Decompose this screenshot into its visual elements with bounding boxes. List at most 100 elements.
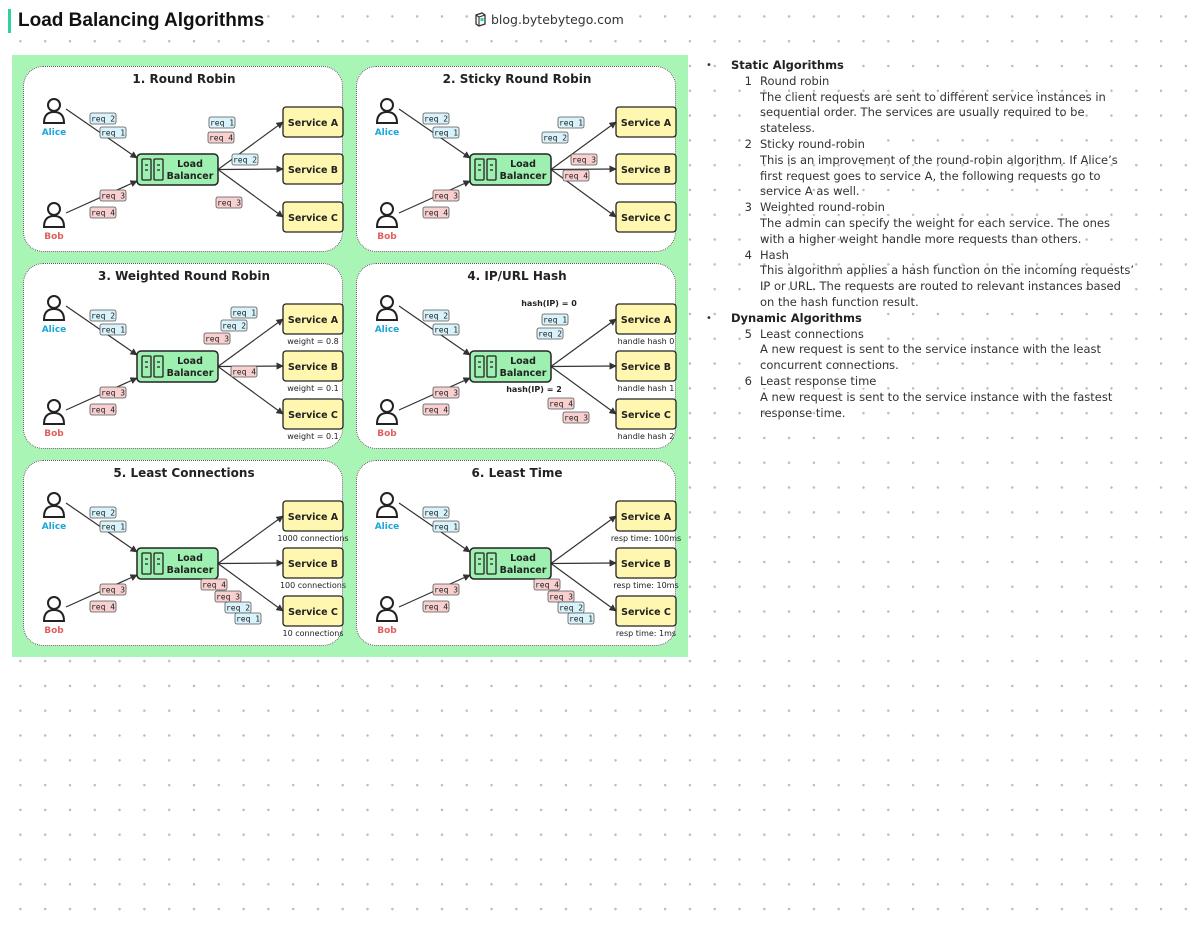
request-label: req 2 (91, 311, 115, 320)
request-tag: req 4 (230, 365, 258, 378)
panel-diagram: 3. Weighted Round RobinAliceBobLoadBalan… (42, 269, 344, 441)
item-description: The admin can specify the weight for eac… (760, 215, 1110, 246)
request-tag: req 3 (432, 583, 460, 596)
request-label: req 4 (424, 208, 448, 217)
service-box: Service B (282, 350, 344, 382)
request-label: req 1 (232, 308, 256, 317)
service-label: Service A (288, 118, 339, 129)
service-note: handle hash 1 (618, 384, 675, 393)
lb-to-service-arrow (217, 318, 284, 367)
request-tag: req 2 (231, 153, 259, 166)
service-label: Service C (288, 410, 338, 421)
item-number: 3 (744, 200, 752, 215)
service-note: 100 connections (280, 581, 346, 590)
request-tag: req 1 (557, 116, 585, 129)
lb-to-service-arrow (550, 165, 617, 173)
service-label: Service A (288, 512, 339, 523)
service-label: Service B (288, 362, 338, 373)
server-rack-icon (474, 552, 497, 575)
load-balancer-label: Balancer (167, 565, 214, 576)
item-description: A new request is sent to the service ins… (760, 389, 1113, 420)
request-tag: req 2 (89, 506, 117, 519)
lb-to-service-arrow (550, 318, 617, 367)
request-tag: req 2 (422, 112, 450, 125)
request-tag: req 1 (541, 313, 569, 326)
item-description: A new request is sent to the service ins… (760, 342, 1102, 373)
request-tag: req 4 (422, 403, 450, 416)
request-tag: req 4 (89, 206, 117, 219)
panel-diagram: 2. Sticky Round RobinAliceBobLoadBalance… (375, 72, 677, 242)
request-tag: req 1 (99, 323, 127, 336)
request-tag: req 4 (89, 600, 117, 613)
request-label: req 2 (424, 114, 448, 123)
lb-to-service-arrow (217, 165, 284, 173)
request-tag: req 2 (557, 601, 585, 614)
request-label: req 3 (572, 155, 596, 164)
service-label: Service A (621, 512, 672, 523)
user-alice-label: Alice (42, 325, 67, 335)
panel-title: 4. IP/URL Hash (467, 269, 566, 283)
item-name: Round robin (760, 73, 834, 88)
request-label: req 2 (543, 133, 567, 142)
request-tag: req 4 (562, 169, 590, 182)
panel-title: 1. Round Robin (132, 72, 235, 86)
request-tag: req 3 (547, 590, 575, 603)
load-balancer-label: Load (177, 159, 203, 170)
request-tag: req 3 (432, 189, 460, 202)
request-tag: req 1 (99, 520, 127, 533)
item-name: Weighted round-robin (760, 200, 889, 215)
item-name: Sticky round-robin (760, 136, 869, 151)
hash-label: hash(IP) = 0 (521, 299, 577, 308)
service-box: Service B (282, 547, 344, 579)
load-balancer-label: Balancer (500, 565, 547, 576)
request-tag: req 3 (214, 590, 242, 603)
item-number: 2 (744, 136, 752, 151)
request-label: req 3 (205, 334, 229, 343)
user-bob-icon (375, 596, 399, 622)
request-label: req 4 (424, 405, 448, 414)
server-rack-icon (474, 158, 497, 181)
service-note: 1000 connections (277, 534, 348, 543)
request-tag: req 3 (99, 386, 127, 399)
service-box: Service C (615, 595, 677, 627)
request-label: req 4 (232, 367, 256, 376)
lb-to-service-arrow (550, 559, 617, 567)
page-title: Load Balancing Algorithms (8, 9, 265, 33)
bullet-icon: • (706, 60, 712, 71)
lb-to-service-arrow (217, 121, 284, 170)
lb-to-service-arrow (217, 366, 284, 415)
request-tag: req 3 (432, 386, 460, 399)
request-tag: req 3 (562, 411, 590, 424)
blog-link[interactable]: blog.bytebytego.com (474, 12, 628, 27)
user-bob-icon (375, 202, 399, 228)
user-alice-label: Alice (375, 128, 400, 138)
server-rack-icon (141, 552, 164, 575)
request-label: req 1 (236, 614, 260, 623)
service-box: Service A (282, 303, 344, 335)
panel-title: 6. Least Time (472, 466, 563, 480)
request-label: req 3 (434, 388, 458, 397)
user-bob-label: Bob (44, 232, 64, 242)
request-label: req 3 (549, 592, 573, 601)
service-note: resp time: 10ms (613, 581, 678, 590)
user-alice-label: Alice (375, 522, 400, 532)
request-label: req 3 (217, 198, 241, 207)
request-tag: req 2 (422, 506, 450, 519)
lb-to-service-arrow (550, 121, 617, 170)
section-title: Dynamic Algorithms (731, 310, 866, 327)
request-tag: req 2 (536, 327, 564, 340)
item-number: 6 (744, 373, 752, 388)
service-label: Service A (621, 118, 672, 129)
load-balancer-label: Load (177, 356, 203, 367)
load-balancer-label: Balancer (500, 368, 547, 379)
request-tag: req 3 (570, 153, 598, 166)
lb-to-service-arrow (550, 169, 617, 218)
item-name: Hash (760, 247, 793, 262)
panel-diagram: 5. Least ConnectionsAliceBobLoadBalancer… (42, 466, 349, 638)
request-label: req 3 (101, 585, 125, 594)
